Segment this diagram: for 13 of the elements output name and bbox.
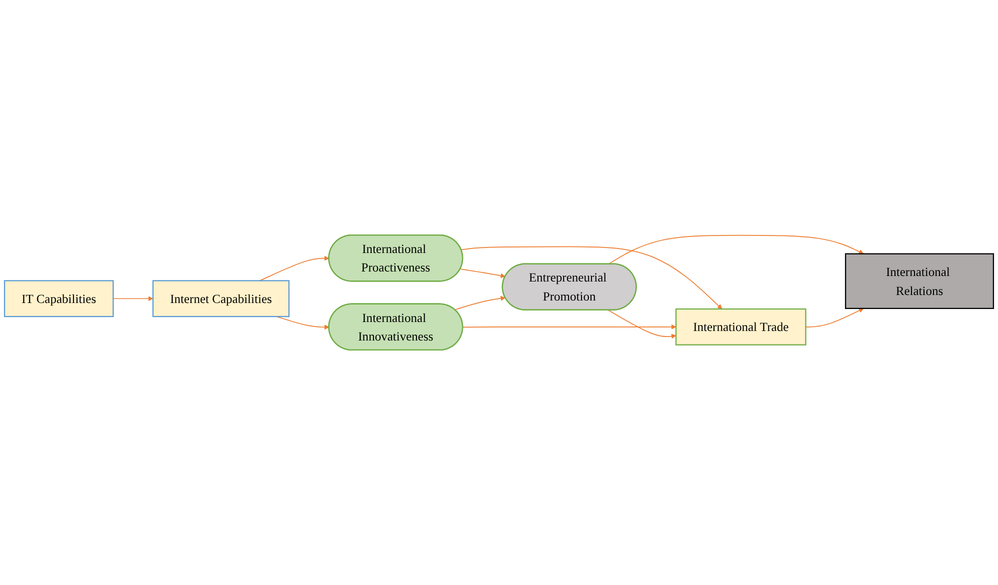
- node-box: International Trade: [675, 308, 806, 346]
- node-box: International Relations: [844, 253, 994, 309]
- arrow: [460, 268, 506, 278]
- arrow: [112, 296, 154, 302]
- arrow: [462, 324, 676, 330]
- node-box: Internet Capabilities: [152, 280, 290, 318]
- node-box: IT Capabilities: [4, 280, 114, 318]
- arrow: [805, 308, 864, 328]
- arrow: [454, 296, 506, 310]
- arrow: [608, 310, 676, 339]
- arrow: [259, 256, 330, 282]
- arrow: [608, 234, 864, 264]
- arrow: [460, 246, 722, 310]
